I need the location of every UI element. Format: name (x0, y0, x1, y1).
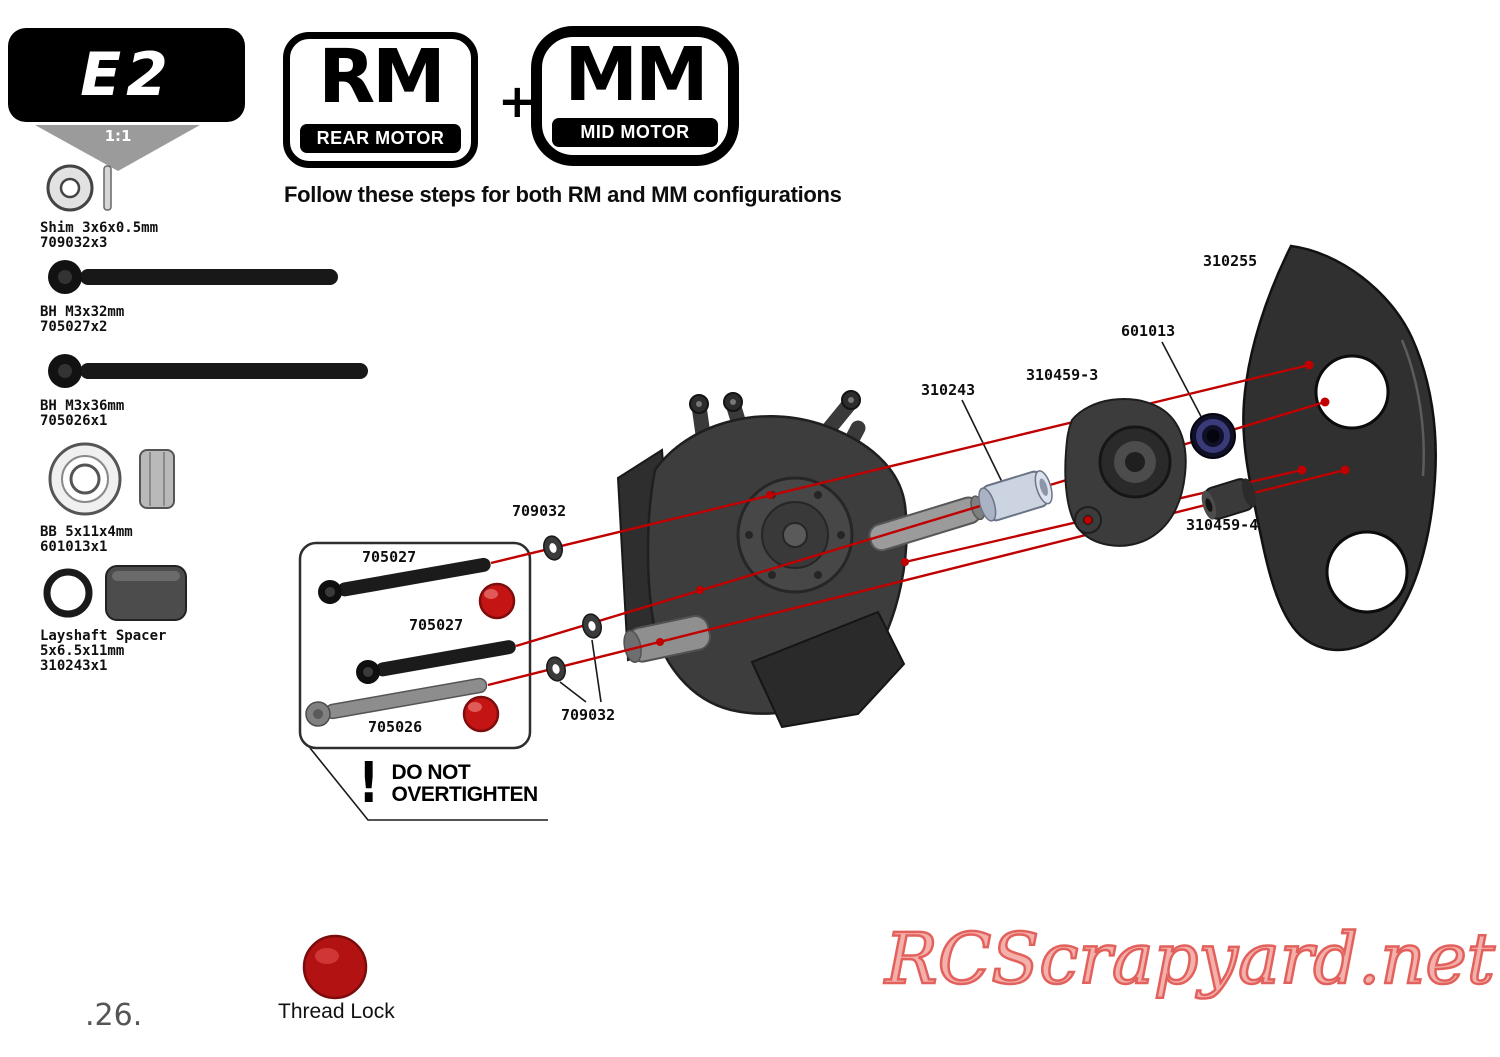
part-name: Shim 3x6x0.5mm (40, 220, 159, 236)
bearing-icon (48, 442, 175, 516)
part-code: 705026x1 (40, 413, 108, 429)
part-name: BH M3x32mm (40, 304, 125, 320)
warning-line2: OVERTIGHTEN (391, 783, 539, 806)
plus-sign: + (498, 74, 537, 128)
thread-lock-icon (302, 934, 368, 1000)
label-layshaft-spacer: 310243 (921, 381, 976, 399)
part-item-bh-m3x36: BH M3x36mm 705026x1 (40, 348, 380, 429)
screw-705026-bottom (305, 677, 488, 727)
mm-logo: MM MID MOTOR (531, 26, 739, 166)
part-item-bearing: BB 5x11x4mm 601013x1 (40, 438, 220, 555)
part-item-shim: Shim 3x6x0.5mm 709032x3 (40, 160, 160, 251)
label-screw-mid: 705027 (409, 616, 464, 634)
label-motor-plate: 310255 (1203, 252, 1258, 270)
rm-abbr: RM (318, 34, 446, 120)
page-number: .26. (85, 998, 143, 1033)
part-name: Layshaft Spacer (40, 628, 167, 644)
motor-plate-310255 (1242, 244, 1437, 652)
label-bearing: 601013 (1121, 322, 1176, 340)
part-item-layshaft-spacer: Layshaft Spacer 5x6.5x11mm 310243x1 (40, 562, 210, 674)
rm-logo: RM REAR MOTOR (283, 32, 478, 168)
gearbox-assembly (616, 390, 986, 729)
label-screw-bottom: 705026 (368, 718, 423, 736)
mm-abbr: MM (564, 32, 708, 118)
part-name: BH M3x36mm (40, 398, 125, 414)
thread-lock-dots (462, 582, 516, 733)
label-shims-bottom: 709032 (561, 706, 616, 724)
screw-m3x32-icon (48, 260, 338, 294)
rm-label: REAR MOTOR (300, 124, 461, 153)
label-shim-top: 709032 (512, 502, 567, 520)
part-code: 601013x1 (40, 539, 108, 555)
shims-709032 (543, 535, 602, 682)
warning-line1: DO NOT (391, 761, 471, 784)
exclamation-icon: ! (358, 751, 379, 816)
part-code: 310243x1 (40, 658, 108, 674)
screw-705027-mid (356, 640, 516, 684)
assembly-dots (656, 360, 1350, 646)
screw-705027-top (318, 557, 491, 604)
shim-icon (46, 164, 112, 212)
part-item-bh-m3x32: BH M3x32mm 705027x2 (40, 254, 350, 335)
label-motor-mount: 310459-3 (1026, 366, 1099, 384)
motor-mount-310459-3 (1064, 397, 1187, 547)
layshaft-spacer-icon (43, 565, 187, 621)
bearing-601013 (1190, 413, 1236, 459)
step-badge: E2 (8, 28, 245, 122)
instruction-text: Follow these steps for both RM and MM co… (284, 182, 842, 207)
scale-label: 1:1 (105, 127, 132, 145)
label-screw-top: 705027 (362, 548, 417, 566)
thread-lock-label: Thread Lock (278, 1000, 395, 1023)
leader-lines (309, 341, 1207, 821)
scale-arrow: 1:1 (35, 125, 200, 171)
part-code: 709032x3 (40, 235, 108, 251)
part-name: BB 5x11x4mm (40, 524, 133, 540)
screw-m3x36-icon (48, 354, 368, 388)
part-size: 5x6.5x11mm (40, 643, 125, 659)
part-code: 705027x2 (40, 319, 108, 335)
mm-label: MID MOTOR (552, 118, 718, 147)
warning-overtighten: ! DO NOT OVERTIGHTEN (356, 751, 539, 816)
spacer-310459-4 (1201, 478, 1257, 520)
layshaft-spacer-310243 (978, 470, 1053, 522)
watermark: RCScrapyard.net (884, 917, 1496, 1002)
assembly-lines (487, 363, 1346, 687)
label-spacer-4: 310459-4 (1186, 516, 1259, 534)
